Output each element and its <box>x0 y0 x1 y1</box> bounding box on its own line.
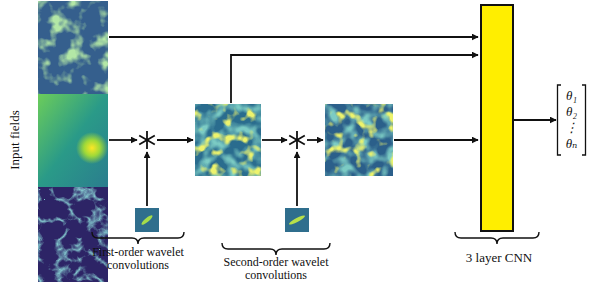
vector-entry: θ₁ <box>565 88 578 104</box>
vector-entry: ⋮ <box>565 120 578 136</box>
axis-label: Input fields <box>7 110 22 170</box>
output-vector: θ₁θ₂⋮θₙ <box>556 84 587 156</box>
connector-arrow <box>514 119 556 121</box>
cnn-box: 3 layer CNN <box>480 4 514 232</box>
vector-entry: θₙ <box>565 136 578 152</box>
cnn-label: 3 layer CNN <box>466 250 532 265</box>
vector-entry: θ₂ <box>565 104 578 120</box>
bracket-path <box>558 85 586 155</box>
stage-label: Second-order wavelet convolutions <box>203 256 349 282</box>
stage-label: First-order wavelet convolutions <box>68 246 208 272</box>
